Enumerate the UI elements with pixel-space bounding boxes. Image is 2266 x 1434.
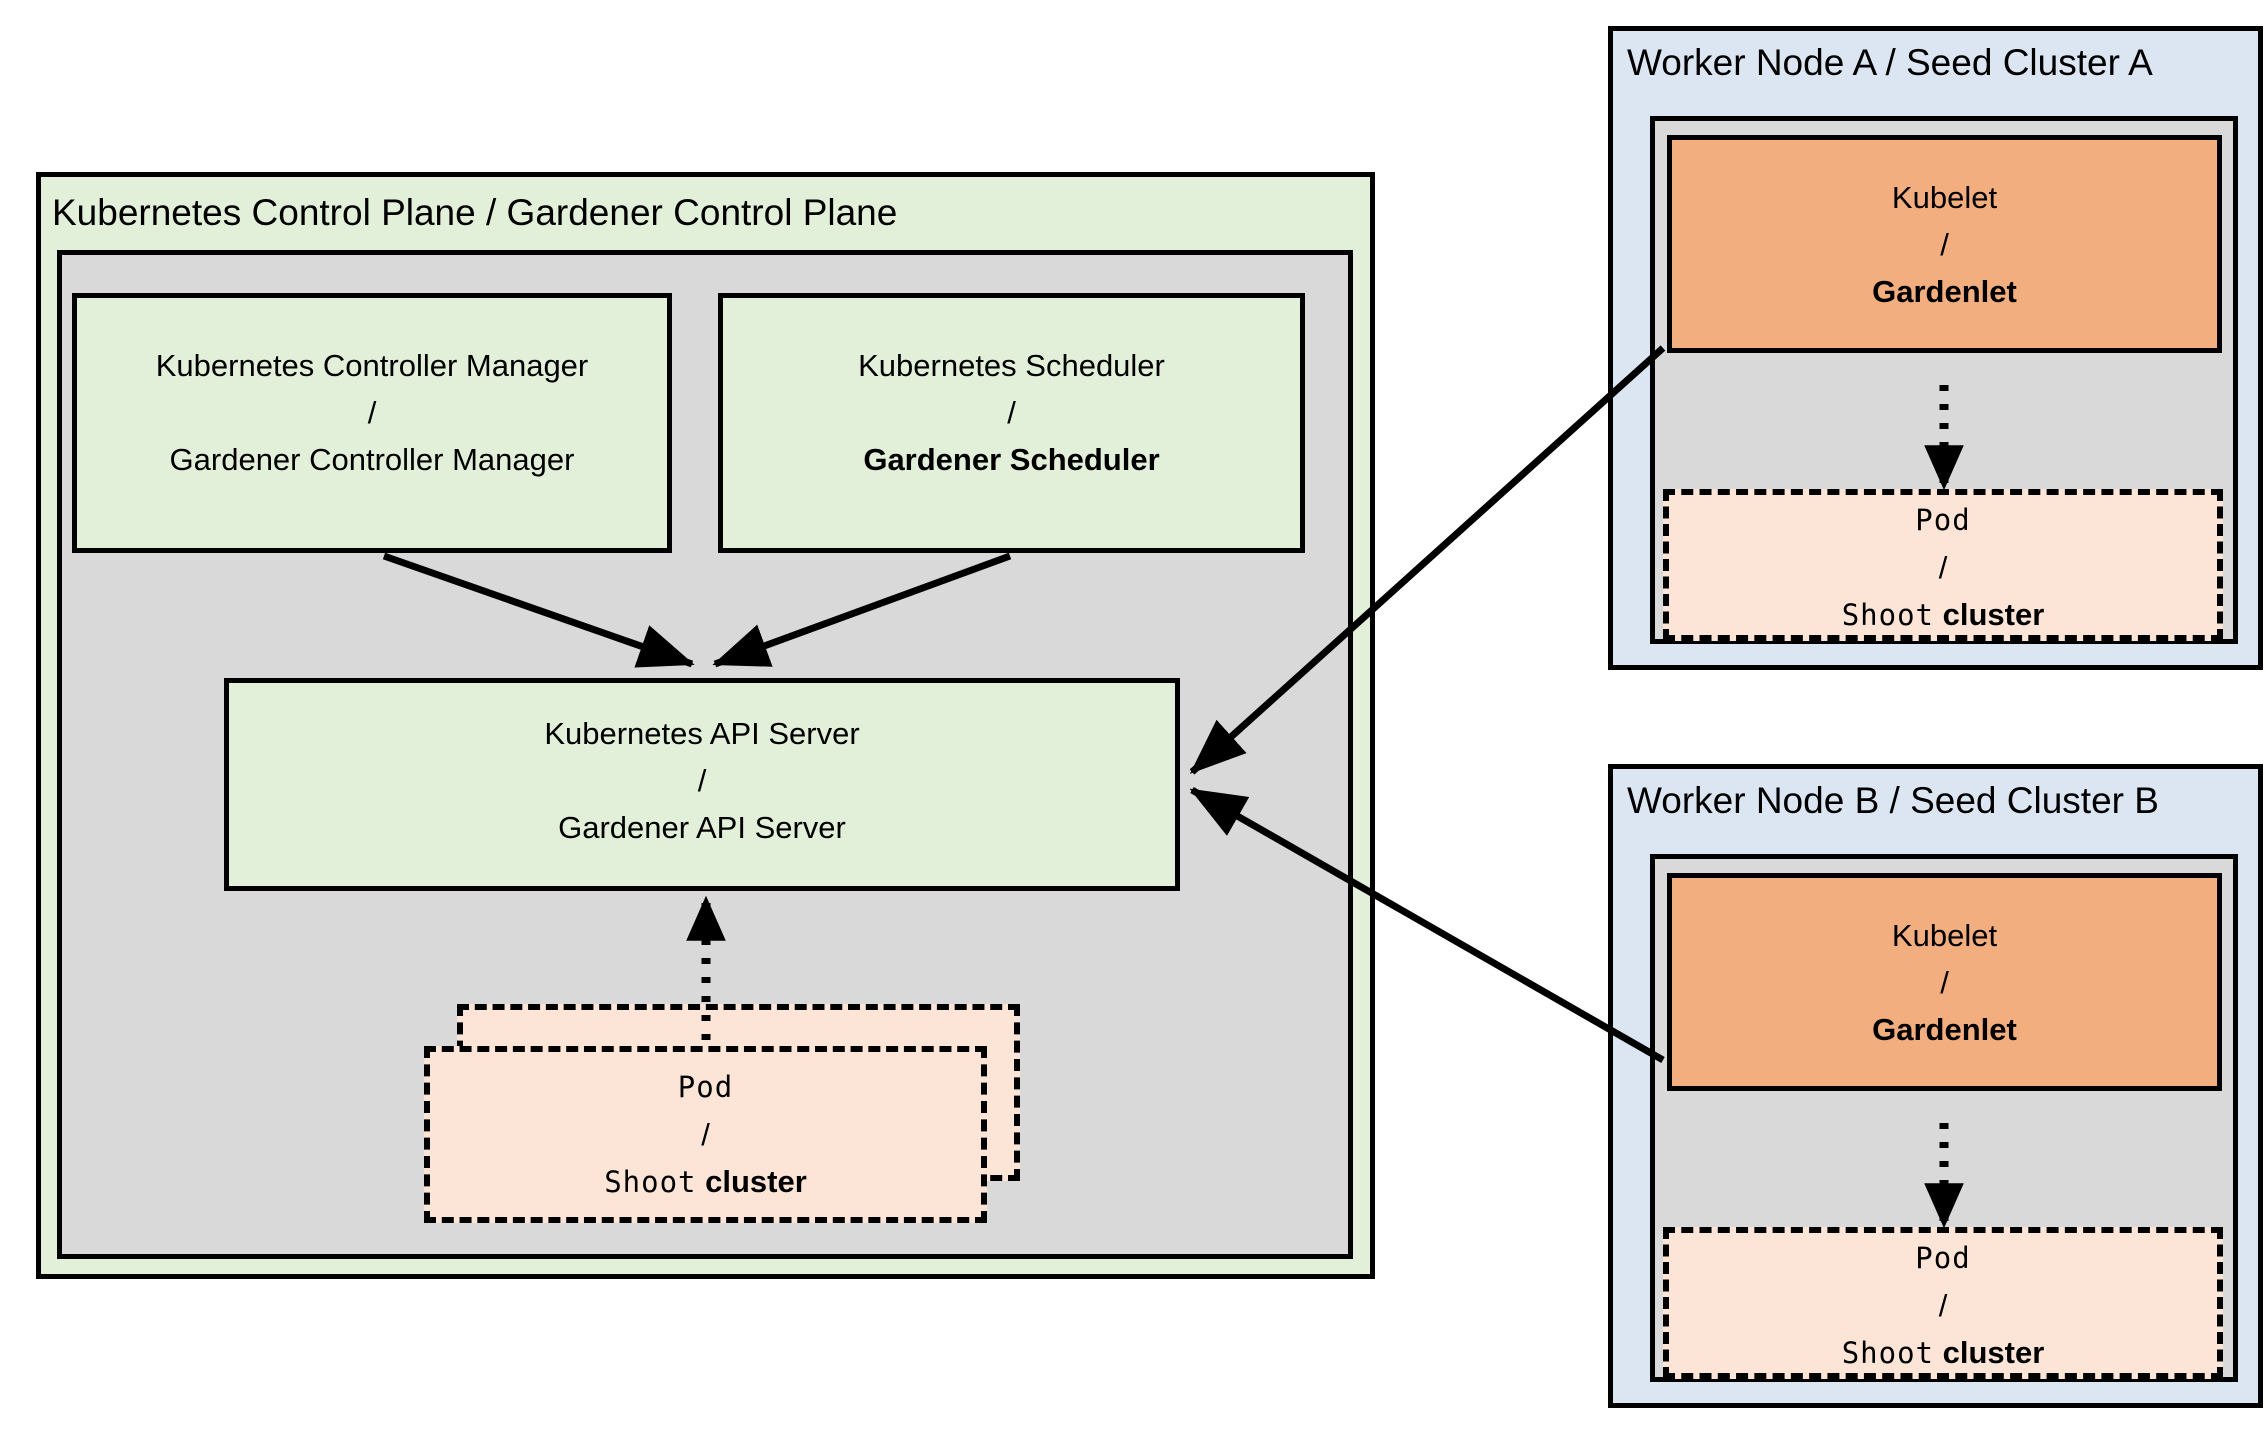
worker-node-a-pod-line1: Pod xyxy=(1915,503,1971,537)
worker-node-a-pod-box: Pod / Shoot cluster xyxy=(1663,489,2223,641)
worker-node-a-pod-separator: / xyxy=(1938,550,1948,585)
worker-node-a-agent-line2: Gardenlet xyxy=(1872,274,2017,309)
worker-node-b-pod-line2-bold: cluster xyxy=(1942,1335,2045,1370)
worker-node-b-agent-separator: / xyxy=(1940,965,1949,1000)
api-server-line1: Kubernetes API Server xyxy=(544,716,860,751)
scheduler-separator: / xyxy=(1007,395,1016,430)
controller-manager-line2: Gardener Controller Manager xyxy=(169,442,575,477)
worker-node-b-agent-line1: Kubelet xyxy=(1891,918,1998,953)
api-server-separator: / xyxy=(697,763,707,798)
worker-node-a-agent-line1: Kubelet xyxy=(1891,180,1998,215)
controller-manager-line1: Kubernetes Controller Manager xyxy=(155,348,589,383)
control-plane-pod-box: Pod / Shoot cluster xyxy=(424,1046,987,1223)
scheduler-line1: Kubernetes Scheduler xyxy=(858,348,1165,383)
scheduler-box: Kubernetes Scheduler / Gardener Schedule… xyxy=(718,293,1305,553)
controller-manager-separator: / xyxy=(367,395,377,430)
worker-node-a-agent-box: Kubelet / Gardenlet xyxy=(1667,135,2222,353)
worker-node-b-agent-box: Kubelet / Gardenlet xyxy=(1667,873,2222,1091)
worker-node-a-agent-separator: / xyxy=(1940,227,1949,262)
scheduler-line2: Gardener Scheduler xyxy=(863,442,1160,477)
api-server-box: Kubernetes API Server / Gardener API Ser… xyxy=(224,678,1180,891)
worker-node-b-pod-line2-mono: Shoot xyxy=(1841,1336,1934,1370)
control-plane-pod-line2: Shoot cluster xyxy=(430,1158,981,1206)
worker-node-a-pod-line2-bold: cluster xyxy=(1942,597,2045,632)
controller-manager-box: Kubernetes Controller Manager / Gardener… xyxy=(72,293,672,553)
worker-node-b-pod-line1: Pod xyxy=(1915,1241,1971,1275)
worker-node-b-title: Worker Node B / Seed Cluster B xyxy=(1627,780,2159,821)
worker-node-b-pod-box: Pod / Shoot cluster xyxy=(1663,1227,2223,1379)
worker-node-b-pod-separator: / xyxy=(1938,1288,1948,1323)
worker-node-a-pod-line2-mono: Shoot xyxy=(1841,598,1934,632)
api-server-line2: Gardener API Server xyxy=(558,810,846,845)
worker-node-a-pod-line2: Shoot cluster xyxy=(1669,591,2217,639)
control-plane-pod-line2-bold: cluster xyxy=(705,1164,807,1199)
control-plane-pod-line2-mono: Shoot xyxy=(604,1165,697,1199)
control-plane-pod-separator: / xyxy=(701,1117,710,1152)
worker-node-b-pod-line2: Shoot cluster xyxy=(1669,1329,2217,1377)
worker-node-b-agent-line2: Gardenlet xyxy=(1872,1012,2017,1047)
control-plane-pod-line1: Pod xyxy=(677,1070,734,1104)
control-plane-title: Kubernetes Control Plane / Gardener Cont… xyxy=(52,192,898,233)
worker-node-a-title: Worker Node A / Seed Cluster A xyxy=(1627,42,2153,83)
